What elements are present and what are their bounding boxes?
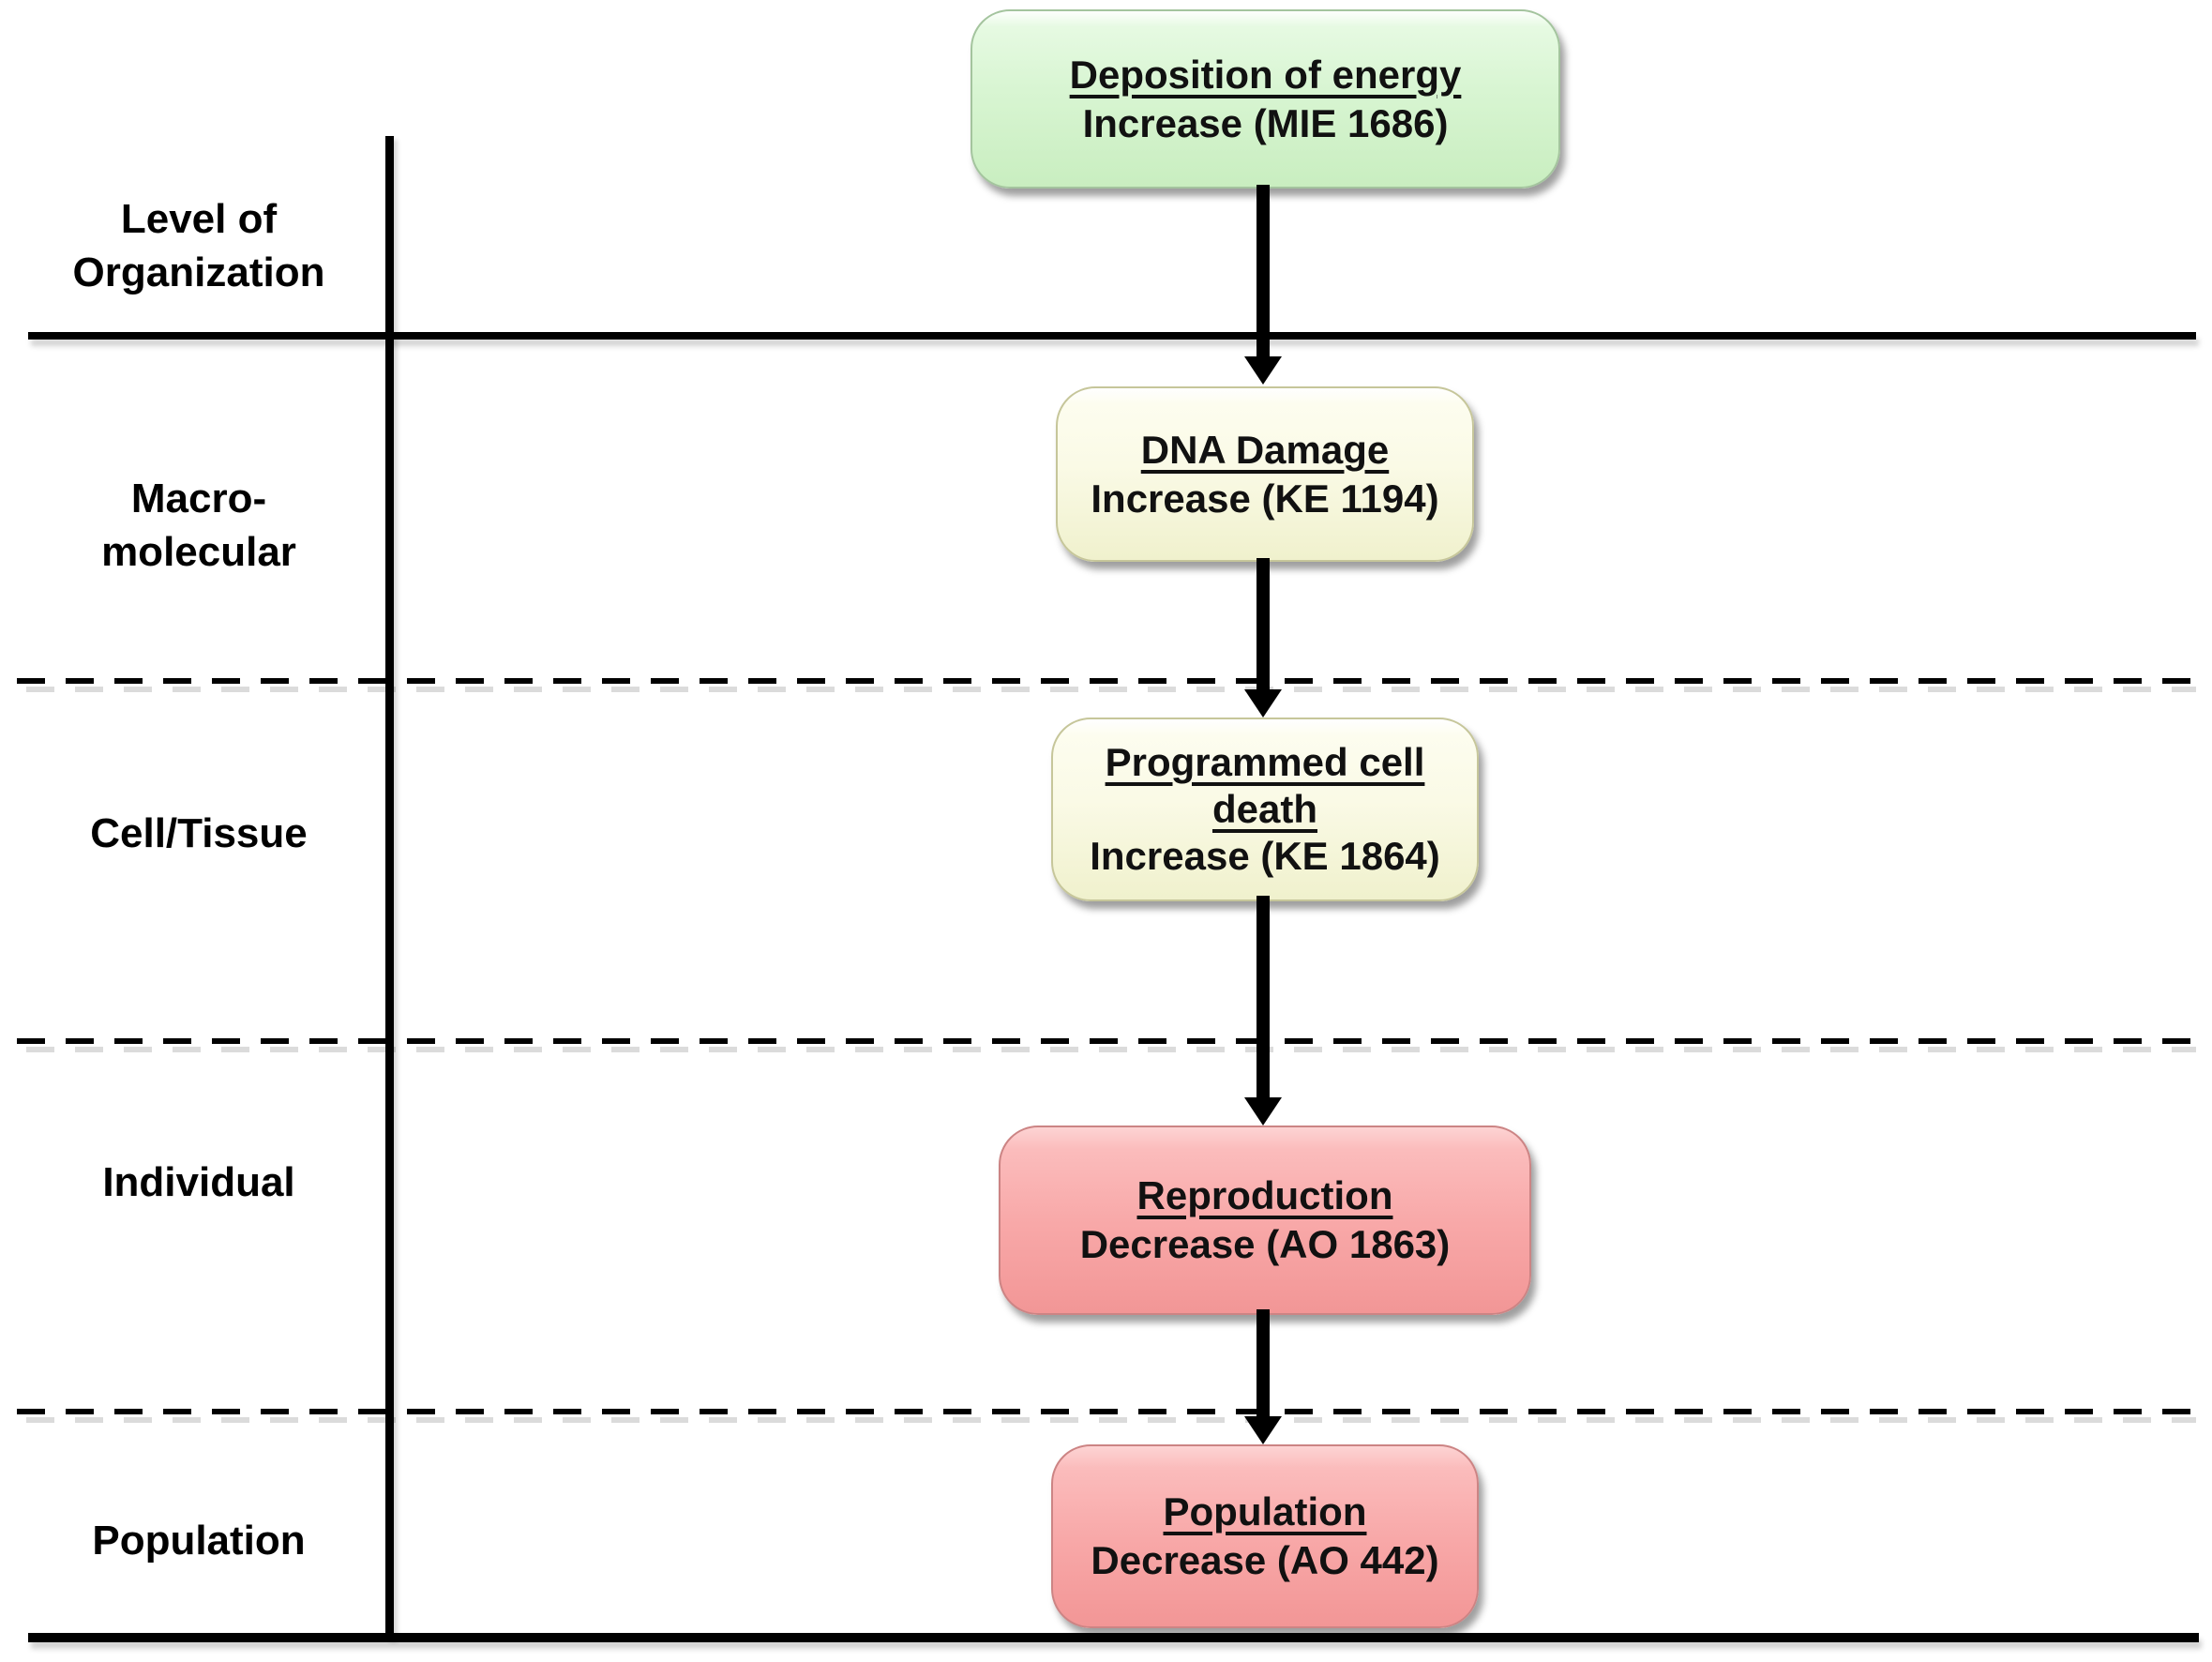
node-subtitle: Decrease (AO 1863) xyxy=(1079,1222,1451,1266)
node-title: DNA Damage xyxy=(1140,427,1390,472)
node-population: Population Decrease (AO 442) xyxy=(1051,1444,1479,1628)
arrow-programmed-cell-death-to-reproduction xyxy=(1256,896,1270,1099)
axis-vertical-line xyxy=(385,136,394,1639)
node-title: Programmed cell death xyxy=(1105,740,1425,831)
arrow-deposition-to-dna-damage xyxy=(1256,185,1270,358)
level-label-population: Population xyxy=(92,1518,306,1564)
node-title: Population xyxy=(1163,1489,1367,1534)
node-dna-damage: DNA Damage Increase (KE 1194) xyxy=(1056,386,1474,562)
axis-bottom-line xyxy=(28,1633,2199,1642)
node-subtitle: Increase (KE 1864) xyxy=(1090,834,1440,878)
node-subtitle: Increase (KE 1194) xyxy=(1091,476,1439,521)
node-subtitle: Decrease (AO 442) xyxy=(1091,1538,1439,1582)
axis-top-line xyxy=(28,332,2196,340)
arrow-dna-damage-to-programmed-cell-death xyxy=(1256,558,1270,691)
node-title: Reproduction xyxy=(1136,1173,1393,1217)
arrowhead-icon xyxy=(1244,689,1282,718)
node-programmed-cell-death: Programmed cell death Increase (KE 1864) xyxy=(1051,718,1479,901)
node-reproduction: Reproduction Decrease (AO 1863) xyxy=(999,1126,1531,1315)
level-label-macromolecular: Macro- molecular xyxy=(101,476,296,575)
level-label-cell-tissue: Cell/Tissue xyxy=(90,810,308,856)
level-divider-celltissue-individual xyxy=(17,1038,2196,1055)
arrowhead-icon xyxy=(1244,1097,1282,1126)
arrowhead-icon xyxy=(1244,356,1282,385)
level-label-individual: Individual xyxy=(102,1159,295,1205)
node-subtitle: Increase (MIE 1686) xyxy=(1082,100,1449,145)
level-divider-individual-population xyxy=(17,1409,2196,1426)
node-deposition-of-energy: Deposition of energy Increase (MIE 1686) xyxy=(971,9,1560,189)
level-divider-macromolecular-celltissue xyxy=(17,678,2196,695)
arrow-reproduction-to-population xyxy=(1256,1309,1270,1418)
arrowhead-icon xyxy=(1244,1416,1282,1444)
node-title: Deposition of energy xyxy=(1069,52,1462,97)
axis-header-label: Level of Organization xyxy=(72,196,325,295)
